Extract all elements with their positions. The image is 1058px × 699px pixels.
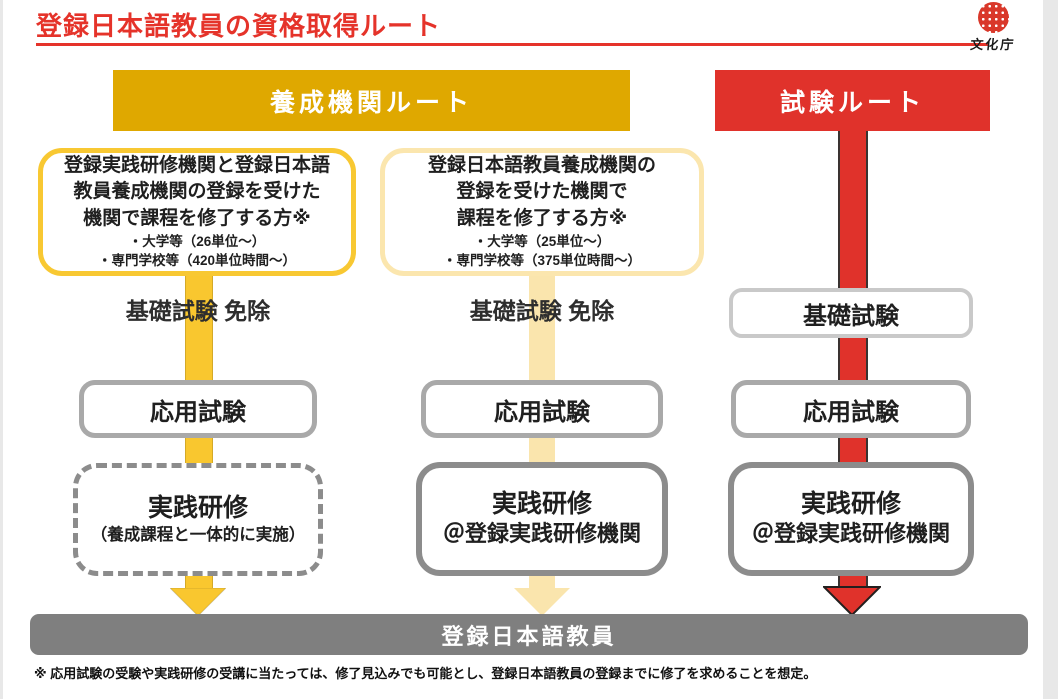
left-qualification-bullet: ・大学等（26単位～） [128,233,266,249]
right-applied-exam-box: 応用試験 [731,380,971,438]
agency-logo-icon [977,2,1009,33]
left-basic-exam-exemption-label: 基礎試験 免除 [125,298,271,324]
left-qualification-bullet: ・専門学校等（420単位時間～） [97,253,297,269]
cream-arrow-head-icon [514,588,570,616]
right-basic-exam-box: 基礎試験 [729,288,973,338]
page-title: 登録日本語教員の資格取得ルート [36,11,442,41]
left-qualification-line: 登録実践研修機関と登録日本語 [63,155,330,177]
middle-qualification-line: 登録日本語教員養成機関の [427,155,656,177]
middle-practical-training-location: ＠登録実践研修機関 [442,521,641,547]
agency-logo: 文化庁 [962,2,1024,53]
middle-practical-training-title: 実践研修 [491,490,592,519]
gold-arrow-head-icon [170,588,226,616]
left-edge-strip [0,0,3,699]
left-qualification-line: 教員養成機関の登録を受けた [73,181,321,203]
right-practical-training-location: ＠登録実践研修機関 [751,521,950,547]
middle-qualification-box: 登録日本語教員養成機関の 登録を受けた機関で 課程を修了する方※ ・大学等（25… [380,148,704,276]
middle-qualification-bullet: ・大学等（25単位～） [473,233,611,249]
middle-qualification-line: 登録を受けた機関で [456,181,628,203]
title-underline [36,43,988,46]
agency-logo-text: 文化庁 [969,38,1017,53]
left-practical-training-title: 実践研修 [147,493,248,522]
right-edge-strip [1043,0,1058,699]
left-practical-training-note: （養成課程と一体的に実施） [90,525,306,544]
left-practical-training-box: 実践研修 （養成課程と一体的に実施） [73,463,323,576]
exam-route-banner: 試験ルート [715,70,990,131]
right-practical-training-box: 実践研修 ＠登録実践研修機関 [728,462,974,576]
red-arrow-head-icon [823,586,881,616]
left-applied-exam-box: 応用試験 [79,380,317,438]
middle-basic-exam-exemption-label: 基礎試験 免除 [469,298,615,324]
footnote: ※ 応用試験の受験や実践研修の受講に当たっては、修了見込みでも可能とし、登録日本… [34,666,817,681]
training-route-banner: 養成機関ルート [113,70,630,131]
left-qualification-box: 登録実践研修機関と登録日本語 教員養成機関の登録を受けた 機関で課程を修了する方… [38,148,356,276]
middle-qualification-line: 課程を修了する方※ [456,207,628,229]
left-qualification-line: 機関で課程を修了する方※ [83,207,311,229]
middle-applied-exam-box: 応用試験 [421,380,663,438]
right-practical-training-title: 実践研修 [800,490,901,519]
middle-qualification-bullet: ・専門学校等（375単位時間～） [442,253,642,269]
middle-practical-training-box: 実践研修 ＠登録実践研修機関 [416,462,668,576]
registered-teacher-banner: 登録日本語教員 [30,614,1028,655]
